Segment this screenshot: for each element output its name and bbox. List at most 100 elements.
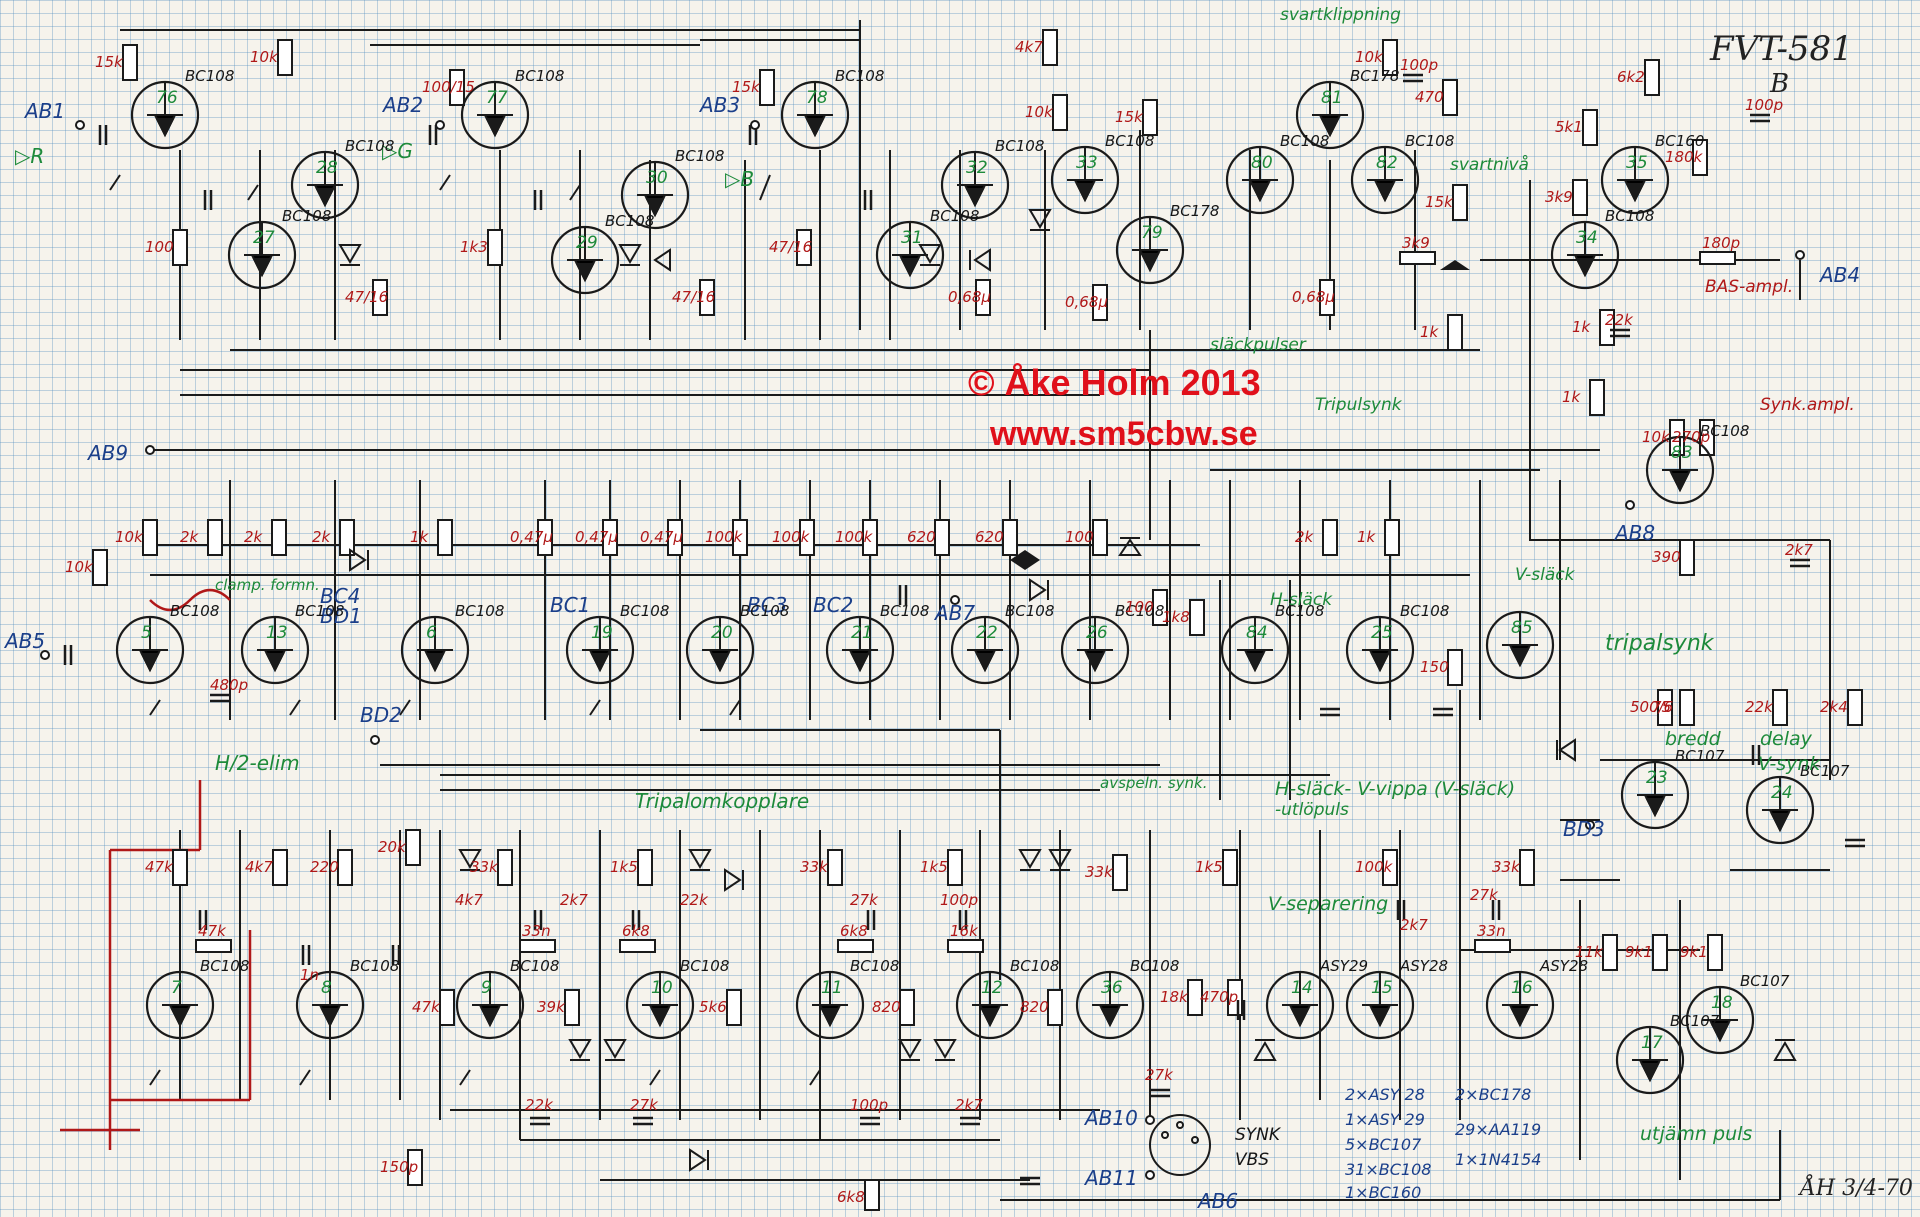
component-value: 180k (1665, 148, 1704, 166)
label-ab7: AB7 (933, 601, 975, 625)
bill-of-materials: 2×ASY 28 1×ASY 29 5×BC107 31×BC108 1×BC1… (1345, 1085, 1541, 1202)
transistor-type: BC108 (350, 957, 399, 975)
connector-pins (40, 120, 1805, 1180)
emitter-arrow (710, 653, 730, 673)
component-value: 470 (1415, 88, 1444, 106)
emitter-arrow (1245, 653, 1265, 673)
transistor-number: 28 (316, 158, 338, 178)
transistor-type: BC108 (740, 602, 789, 620)
component-value: 100p (850, 1096, 888, 1114)
transistor-type: BC108 (1605, 207, 1654, 225)
component-value: 100k (772, 528, 811, 546)
emitter-arrow (265, 653, 285, 673)
emitter-arrow (1770, 813, 1790, 833)
transistor-type: BC108 (510, 957, 559, 975)
transistor-type: BC108 (1105, 132, 1154, 150)
component-value: 480p (210, 676, 248, 694)
emitter-arrow (820, 1008, 840, 1028)
transistor-number: 33 (1076, 153, 1098, 173)
label-ab11: AB11 (1083, 1166, 1138, 1190)
transistor-type: BC108 (1400, 602, 1449, 620)
component-value: 1k3 (460, 238, 488, 256)
component-value: 500/6 (1630, 698, 1673, 716)
component-value: 220 (310, 858, 339, 876)
component-value: 22k (680, 891, 709, 909)
transistor-type: BC108 (605, 212, 654, 230)
label-utjamn: utjämn puls (1640, 1123, 1752, 1145)
component-value: 2k (1295, 528, 1315, 546)
component-value: 2k7 (1400, 916, 1428, 934)
component-value: 27k (1470, 886, 1499, 904)
component-value: 1k5 (920, 858, 948, 876)
transistor-type: ASY28 (1539, 957, 1588, 975)
emitter-arrow (485, 118, 505, 138)
component-value: 33n (522, 922, 551, 940)
component-value: 1k5 (610, 858, 638, 876)
transistor-type: ASY29 (1319, 957, 1368, 975)
component-value: 2k7 (1785, 541, 1813, 559)
emitter-arrow (140, 653, 160, 673)
component-value: 22k (1605, 311, 1634, 329)
component-value: 2k7 (955, 1096, 983, 1114)
transistor-number: 34 (1576, 228, 1598, 248)
component-value: 18k (1160, 988, 1189, 1006)
transistor-number: 22 (976, 623, 998, 643)
transistor-type: BC108 (455, 602, 504, 620)
emitter-arrow (900, 258, 920, 278)
transistor-type: BC108 (1700, 422, 1749, 440)
transistor-number: 25 (1371, 623, 1393, 643)
transistor-type: BC108 (1130, 957, 1179, 975)
transistor-type: BC108 (680, 957, 729, 975)
emitter-arrow (1320, 118, 1340, 138)
transistor-type: BC160 (1655, 132, 1704, 150)
transistor-type: BC108 (1275, 602, 1324, 620)
component-value: 33k (1492, 858, 1521, 876)
component-value: 820 (872, 998, 901, 1016)
label-ab4: AB4 (1818, 263, 1860, 287)
bom-item: 2×BC178 (1455, 1085, 1531, 1104)
transistor-number: 19 (591, 623, 613, 643)
transistor-type: BC108 (1005, 602, 1054, 620)
emitter-arrow (155, 118, 175, 138)
component-value: 4k7 (455, 891, 483, 909)
component-value: 22k (525, 1096, 554, 1114)
component-value: 3k9 (1545, 188, 1573, 206)
subtitle: B (1769, 69, 1789, 99)
component-value: 47/16 (345, 288, 388, 306)
component-value: 620 (907, 528, 936, 546)
transistor-type: BC108 (930, 207, 979, 225)
component-value: 100k (835, 528, 874, 546)
emitter-arrow (480, 1008, 500, 1028)
component-value: 100 (1065, 528, 1094, 546)
transistor-type: BC108 (200, 957, 249, 975)
emitter-arrow (1710, 1023, 1730, 1043)
transistor-number: 35 (1626, 153, 1648, 173)
title: FVT-581 (1709, 29, 1853, 69)
emitter-arrow (1375, 183, 1395, 203)
label-bredd: bredd (1665, 728, 1722, 750)
transistor-type: BC107 (1675, 747, 1725, 765)
component-value: 6k8 (622, 922, 650, 940)
component-value: 2k7 (560, 891, 588, 909)
transistor-type: BC107 (1800, 762, 1850, 780)
transistor-number: 21 (851, 623, 873, 643)
component-value: 2k4 (1820, 698, 1848, 716)
emitter-arrow (1510, 648, 1530, 668)
component-value: 2k (244, 528, 264, 546)
component-value: 47k (198, 922, 227, 940)
component-value: 5k6 (699, 998, 727, 1016)
component-value: 10k (250, 48, 279, 66)
component-value: 0,68µ (1292, 288, 1335, 306)
transistor-type: BC108 (1405, 132, 1454, 150)
label-tripalomkopplare: Tripalomkopplare (635, 789, 809, 813)
emitter-arrow (1250, 183, 1270, 203)
label-avspeln: avspeln. synk. (1100, 774, 1208, 792)
transistor-number: 78 (806, 88, 828, 108)
transistor-number: 81 (1321, 88, 1343, 108)
component-value: 1k (410, 528, 430, 546)
label-bas-ampl: BAS-ampl. (1705, 277, 1793, 297)
component-value: 47/16 (769, 238, 812, 256)
label-ab5: AB5 (3, 629, 45, 653)
